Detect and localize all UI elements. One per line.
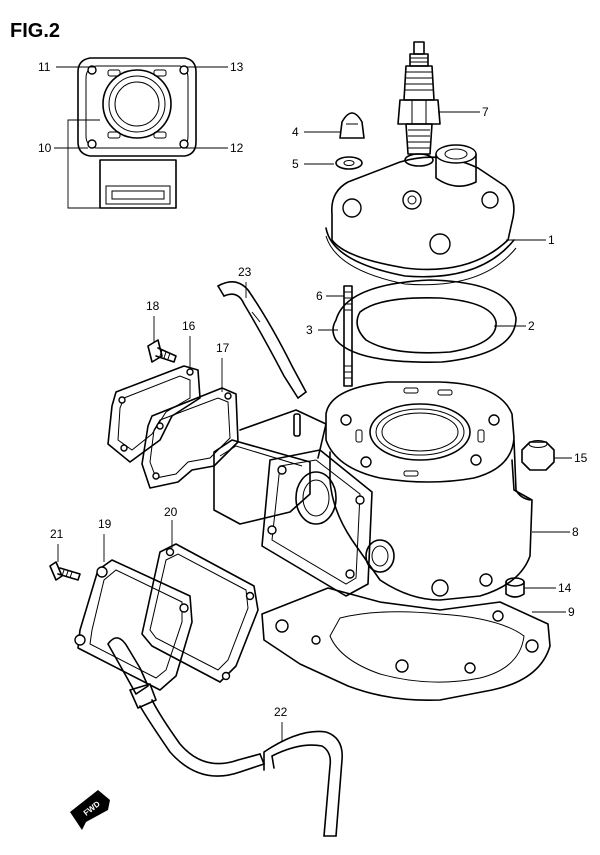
spark-plug (397, 41, 441, 155)
figure-title: FIG.2 (10, 20, 60, 42)
callouts: 1 2 3 4 5 6 7 8 9 10 11 12 13 14 15 16 1… (38, 60, 588, 719)
stud-bolt (343, 285, 353, 387)
valve-cover-gasket (107, 365, 201, 463)
callout-15: 15 (574, 451, 588, 465)
base-gasket (261, 587, 551, 702)
callout-22: 22 (274, 705, 288, 719)
valve-cover-gasket-20 (141, 543, 259, 683)
callout-3: 3 (306, 323, 313, 337)
leader-lines (54, 66, 572, 742)
nut-cap (339, 112, 365, 139)
callout-9: 9 (568, 605, 575, 619)
valve-guide-gasket (141, 387, 239, 489)
breather-hose (217, 281, 307, 399)
valve-cover (74, 559, 193, 691)
callout-12: 12 (230, 141, 244, 155)
washer (335, 156, 363, 170)
callout-19: 19 (98, 517, 112, 531)
callout-5: 5 (292, 157, 299, 171)
callout-7: 7 (482, 105, 489, 119)
inset-cylinder-top-view (67, 57, 197, 209)
screw-21 (49, 561, 81, 581)
bolt-18 (147, 339, 177, 363)
callout-20: 20 (164, 505, 178, 519)
callout-13: 13 (230, 60, 244, 74)
drain-fitting (107, 637, 157, 709)
callout-8: 8 (572, 525, 579, 539)
callout-4: 4 (292, 125, 299, 139)
callout-23: 23 (238, 265, 252, 279)
cylinder-head (325, 144, 517, 286)
forward-direction-badge: FWD (70, 790, 110, 830)
o-ring (332, 279, 517, 363)
dowel-pin (505, 577, 525, 598)
callout-11: 11 (38, 60, 51, 74)
valve-housing (213, 409, 327, 525)
cylinder (261, 381, 533, 601)
callout-14: 14 (558, 581, 572, 595)
callout-10: 10 (38, 141, 52, 155)
cylinder-nut (521, 440, 555, 471)
callout-1: 1 (548, 233, 555, 247)
head-gasket (356, 296, 497, 354)
callout-17: 17 (216, 341, 230, 355)
callout-21: 21 (50, 527, 64, 541)
callout-2: 2 (528, 319, 535, 333)
callout-6: 6 (316, 289, 323, 303)
callout-16: 16 (182, 319, 196, 333)
callout-18: 18 (146, 299, 160, 313)
drain-hose (139, 699, 343, 837)
